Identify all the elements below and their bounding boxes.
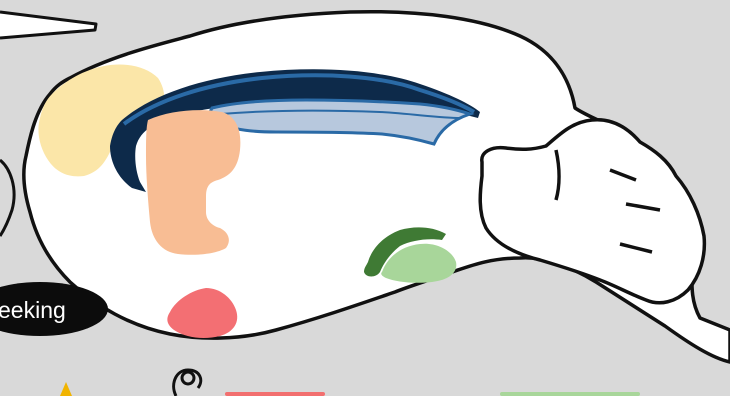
bottom-red-bar (225, 392, 325, 396)
bottom-green-bar (500, 392, 640, 396)
pill-label: eeking (0, 297, 66, 323)
